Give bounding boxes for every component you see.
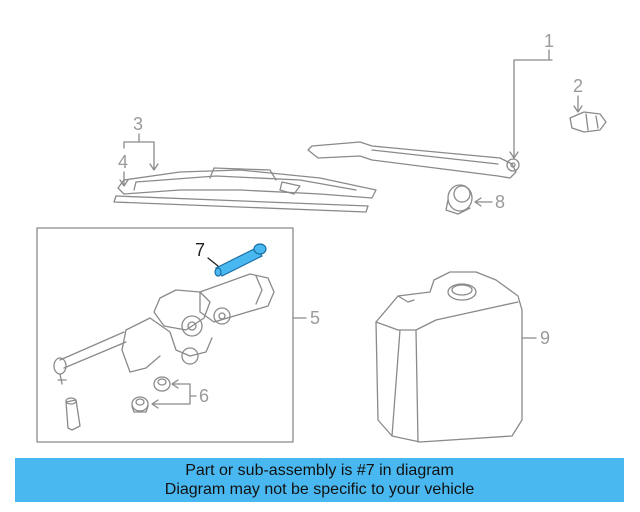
motor-assembly-box bbox=[36, 227, 294, 443]
info-banner: Part or sub-assembly is #7 in diagram Di… bbox=[15, 458, 624, 502]
callout-4: 4 bbox=[118, 152, 128, 172]
washer-reservoir[interactable] bbox=[375, 271, 523, 443]
callout-4-leader bbox=[119, 171, 129, 187]
callout-7-leader bbox=[207, 257, 219, 267]
pivot-pin[interactable] bbox=[65, 397, 81, 431]
callout-3: 3 bbox=[133, 114, 143, 134]
banner-line-1: Part or sub-assembly is #7 in diagram bbox=[185, 462, 454, 479]
arm-cap[interactable] bbox=[569, 111, 607, 133]
callout-6-leader bbox=[151, 379, 197, 409]
callout-6: 6 bbox=[199, 386, 209, 406]
callout-1-leader bbox=[513, 49, 553, 159]
callout-9: 9 bbox=[540, 328, 550, 348]
parts-diagram: 1 2 3 4 5 6 7 8 9 bbox=[36, 31, 607, 443]
callout-2-leader bbox=[573, 95, 583, 113]
callout-8: 8 bbox=[495, 192, 505, 212]
wiper-blade[interactable] bbox=[113, 167, 377, 213]
grommet[interactable] bbox=[445, 184, 473, 215]
callout-5: 5 bbox=[310, 308, 320, 328]
bushings[interactable] bbox=[131, 376, 171, 413]
callout-8-leader bbox=[474, 197, 493, 207]
callout-3-leader bbox=[123, 133, 159, 171]
wiper-arm[interactable] bbox=[307, 141, 520, 179]
highlighted-bolt-part-7[interactable] bbox=[214, 243, 267, 277]
callout-7: 7 bbox=[195, 240, 205, 260]
callout-2: 2 bbox=[573, 76, 583, 96]
wiper-motor[interactable] bbox=[53, 273, 275, 385]
callout-1: 1 bbox=[544, 31, 554, 51]
banner-line-2: Diagram may not be specific to your vehi… bbox=[164, 481, 475, 498]
